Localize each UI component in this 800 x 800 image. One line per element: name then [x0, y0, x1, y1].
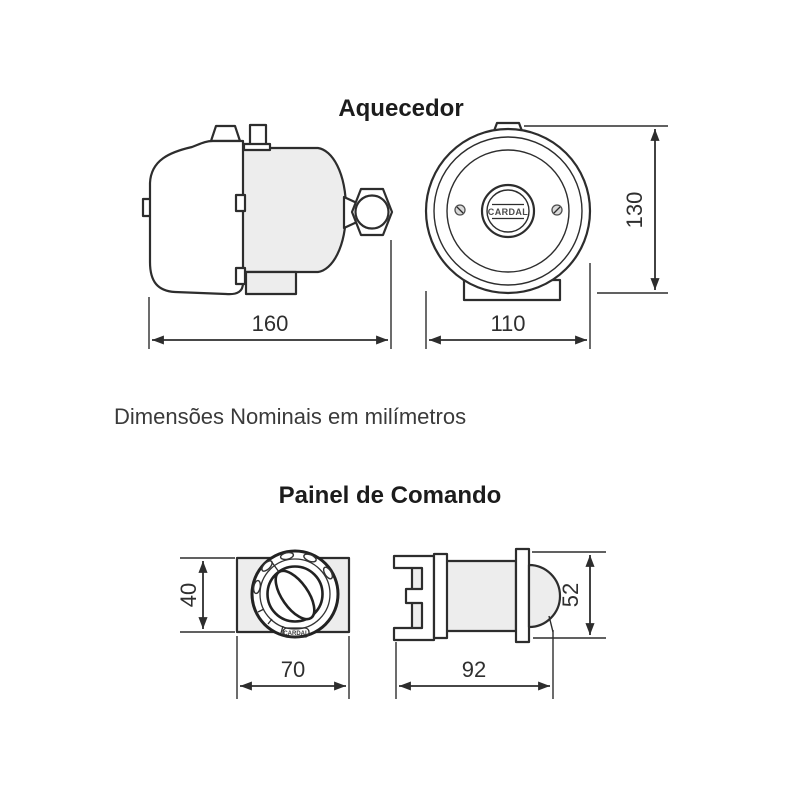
heater-pipe-opening: [354, 194, 390, 230]
panel-flange-inner: [432, 552, 449, 640]
brand-badge-label: CARDAL: [488, 207, 528, 217]
dim-70-label: 70: [281, 657, 305, 682]
heater-cover-top-tab: [209, 124, 242, 143]
heater-junction-tab-upper: [234, 193, 247, 213]
heater-side-view: [141, 123, 394, 296]
screw-right-slot: [553, 206, 561, 214]
knob-lever: [274, 569, 316, 621]
heater-bottom-bracket: [244, 270, 298, 296]
dimension-92: 92: [395, 615, 554, 699]
heater-front-face-edge: [446, 149, 570, 273]
heater-cover: [148, 139, 245, 296]
panel-mounting-clip: [392, 554, 436, 642]
knob-tick-2: [267, 618, 273, 625]
knob-ring-groove: [259, 558, 331, 630]
knob-marker-1: [252, 579, 262, 595]
knob-brand-capsule: [282, 627, 310, 638]
knob-dome-side: [527, 563, 562, 629]
brand-badge-inner: [486, 189, 530, 233]
knob-tick-1: [280, 625, 284, 634]
panel-section-title: Painel de Comando: [279, 482, 502, 509]
dim-110-label: 110: [490, 311, 525, 336]
screw-left-slot: [456, 206, 464, 214]
dim-160-label: 160: [252, 311, 289, 336]
dim-92-leader-dome: [548, 615, 554, 633]
brand-badge-outer: [480, 183, 536, 239]
heater-front-outer-ring: [424, 127, 592, 295]
dimension-110: 110: [425, 263, 591, 349]
heater-section-title: Aquecedor: [338, 95, 463, 122]
dimension-40: 40: [176, 557, 235, 633]
dim-40-label: 40: [176, 583, 201, 607]
knob-dial: CARDAL: [250, 549, 340, 639]
panel-front-view: CARDAL: [235, 549, 351, 639]
panel-flange-front: [514, 547, 531, 644]
heater-front-inner-ring: [433, 136, 583, 286]
heater-pipe-flange: [242, 142, 272, 152]
knob-pointer-mark: [270, 560, 280, 573]
dim-52-label: 52: [558, 583, 583, 607]
units-note: Dimensões Nominais em milímetros: [114, 404, 466, 429]
panel-side-view: [392, 547, 562, 644]
knob-brand-label: CARDAL: [283, 631, 309, 637]
dimension-160: 160: [148, 240, 392, 349]
knob-marker-5: [322, 566, 334, 580]
dim-92-label: 92: [462, 657, 486, 682]
heater-top-pipe: [248, 123, 268, 147]
heater-body: [239, 146, 348, 274]
heater-front-view: CARDAL: [424, 121, 592, 302]
heater-junction-tab-lower: [234, 266, 247, 286]
knob-marker-4: [303, 553, 317, 563]
dim-130-label: 130: [622, 192, 647, 229]
dimension-130: 130: [524, 125, 668, 294]
dimension-70: 70: [236, 636, 350, 699]
dimension-52: 52: [532, 551, 606, 639]
knob-tick-3: [257, 608, 265, 613]
knob-marker-3: [279, 551, 295, 561]
